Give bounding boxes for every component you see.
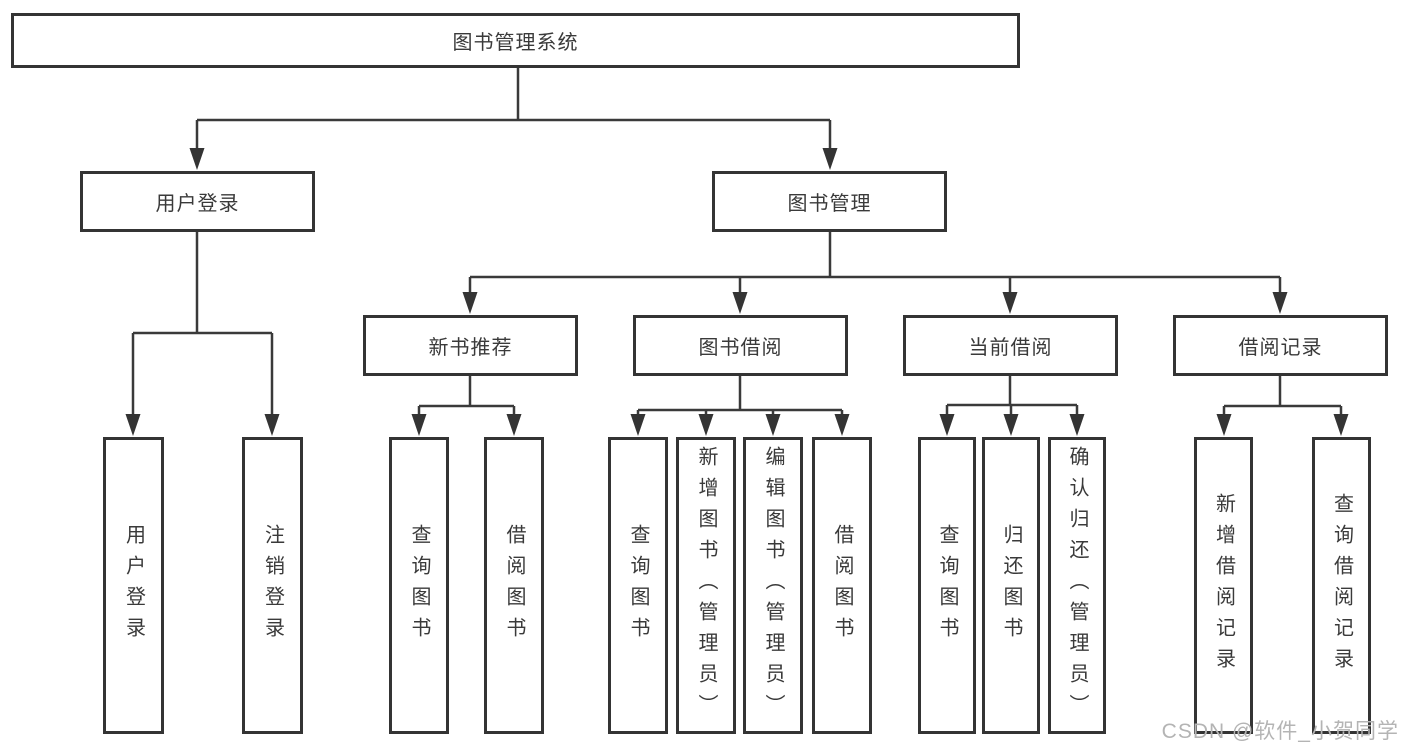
leaf-add-books-admin: 新增图书（管理员） [676, 437, 736, 734]
leaf-logout: 注销登录 [242, 437, 303, 734]
leaf-borrow-books-1-label: 借阅图书 [503, 523, 525, 648]
leaf-edit-books-admin: 编辑图书（管理员） [743, 437, 803, 734]
node-borrow-records-label: 借阅记录 [1238, 337, 1323, 359]
node-user-login-label: 用户登录 [155, 193, 240, 215]
node-root: 图书管理系统 [11, 13, 1020, 68]
node-book-borrow-label: 图书借阅 [698, 337, 783, 359]
tree-edges [131, 68, 1343, 416]
leaf-edit-books-admin-label: 编辑图书（管理员） [762, 446, 784, 725]
leaf-query-borrow-record-label: 查询借阅记录 [1330, 492, 1353, 679]
node-borrow-records: 借阅记录 [1173, 315, 1388, 376]
leaf-query-books-2: 查询图书 [608, 437, 668, 734]
leaf-query-borrow-record: 查询借阅记录 [1312, 437, 1371, 734]
leaf-query-books-3-label: 查询图书 [936, 523, 958, 648]
leaf-logout-label: 注销登录 [261, 523, 284, 648]
leaf-confirm-return-admin-label: 确认归还（管理员） [1066, 446, 1088, 725]
leaf-confirm-return-admin: 确认归还（管理员） [1048, 437, 1106, 734]
leaf-add-borrow-record: 新增借阅记录 [1194, 437, 1253, 734]
node-root-label: 图书管理系统 [452, 32, 579, 54]
leaf-borrow-books-2-label: 借阅图书 [831, 523, 853, 648]
node-book-management: 图书管理 [712, 171, 947, 232]
leaf-query-books-2-label: 查询图书 [627, 523, 649, 648]
node-new-book-recommend: 新书推荐 [363, 315, 578, 376]
leaf-add-books-admin-label: 新增图书（管理员） [695, 446, 717, 725]
leaf-return-books-label: 归还图书 [1000, 523, 1022, 648]
leaf-return-books: 归还图书 [982, 437, 1040, 734]
leaf-query-books-3: 查询图书 [918, 437, 976, 734]
node-book-management-label: 图书管理 [787, 193, 872, 215]
leaf-borrow-books-2: 借阅图书 [812, 437, 872, 734]
node-new-book-recommend-label: 新书推荐 [428, 337, 513, 359]
leaf-query-books-1: 查询图书 [389, 437, 449, 734]
leaf-borrow-books-1: 借阅图书 [484, 437, 544, 734]
leaf-user-login: 用户登录 [103, 437, 164, 734]
node-user-login: 用户登录 [80, 171, 315, 232]
node-current-borrow: 当前借阅 [903, 315, 1118, 376]
leaf-user-login-label: 用户登录 [122, 523, 145, 648]
arrowheads [125, 148, 1349, 436]
node-current-borrow-label: 当前借阅 [968, 337, 1053, 359]
csdn-watermark: CSDN @软件_小贺同学 [1161, 720, 1399, 743]
node-book-borrow: 图书借阅 [633, 315, 848, 376]
leaf-query-books-1-label: 查询图书 [408, 523, 430, 648]
leaf-add-borrow-record-label: 新增借阅记录 [1212, 492, 1235, 679]
